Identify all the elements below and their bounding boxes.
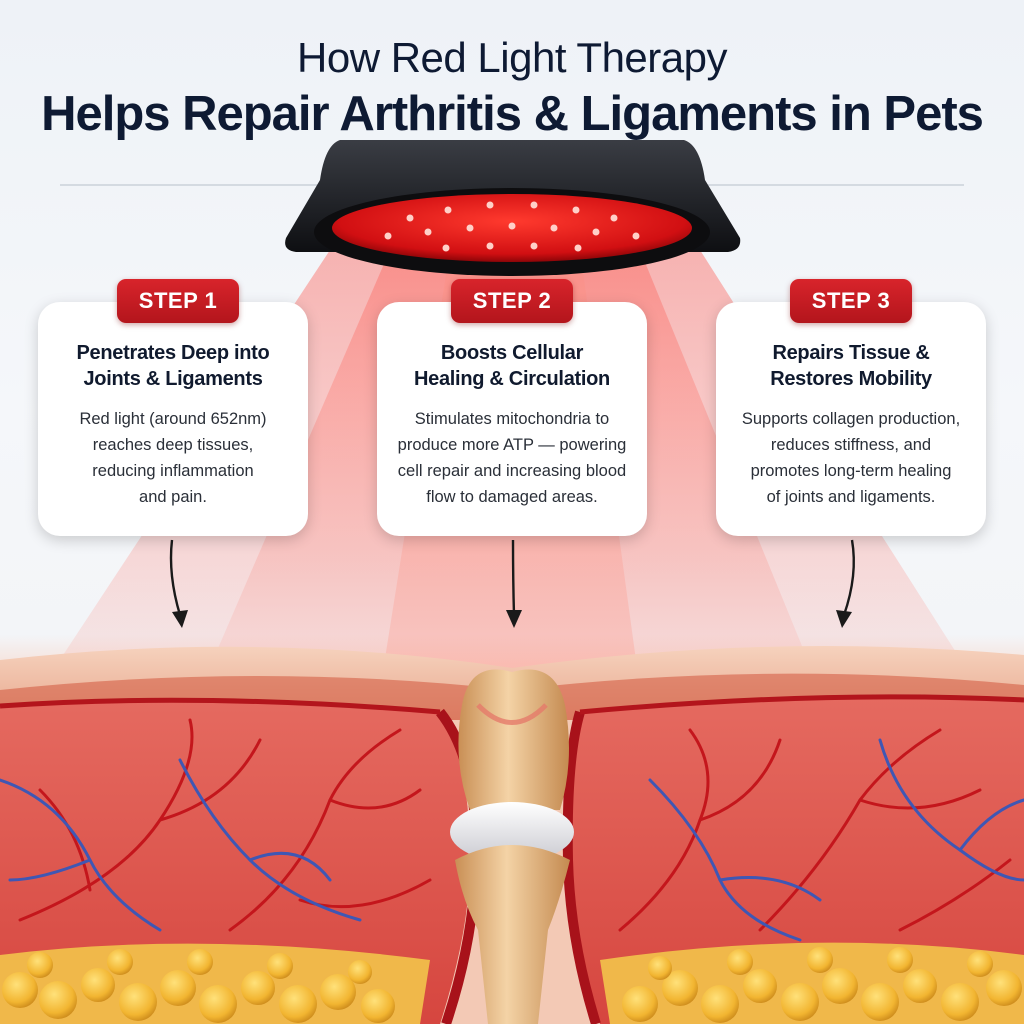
step-1-card: Penetrates Deep into Joints & Ligaments … xyxy=(38,302,308,536)
step-2-card: Boosts Cellular Healing & Circulation St… xyxy=(377,302,647,536)
step-1-heading: Penetrates Deep into Joints & Ligaments xyxy=(76,342,270,390)
tissue-cross-section xyxy=(0,646,1024,1024)
page-title: Helps Repair Arthritis & Ligaments in Pe… xyxy=(41,87,984,141)
step-2-heading: Boosts Cellular Healing & Circulation xyxy=(414,342,610,390)
step-1-badge: STEP 1 xyxy=(117,279,239,323)
step-3-badge: STEP 3 xyxy=(790,279,912,323)
step-3-description: Supports collagen production, reduces st… xyxy=(741,410,961,506)
arrow-down-icon xyxy=(169,539,855,616)
step-1-description: Red light (around 652nm) reaches deep ti… xyxy=(79,410,267,506)
step-3-card: Repairs Tissue & Restores Mobility Suppo… xyxy=(716,302,986,536)
step-3-heading: Repairs Tissue & Restores Mobility xyxy=(770,342,932,390)
led-lamp-icon xyxy=(285,140,741,276)
step-2-badge: STEP 2 xyxy=(451,279,573,323)
title-line-1: How Red Light Therapy xyxy=(297,34,727,81)
step-2-description: Stimulates mitochondria to produce more … xyxy=(397,410,627,506)
